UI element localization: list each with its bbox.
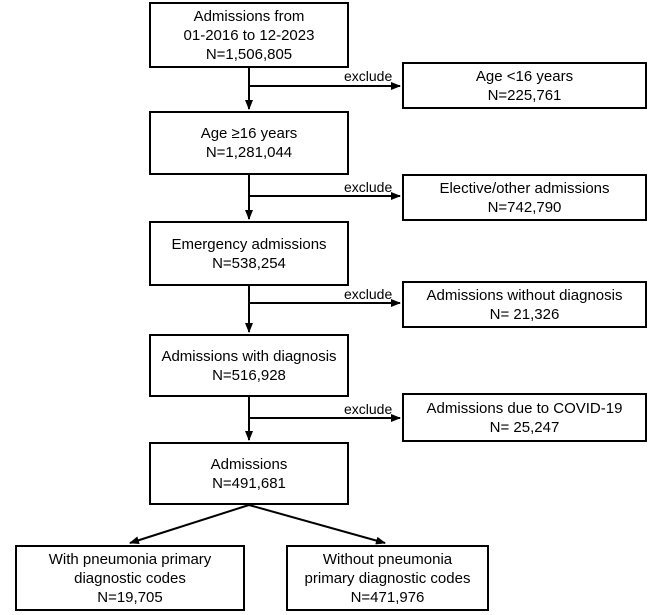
exclusion-text: Admissions without diagnosis	[426, 286, 623, 304]
exclusion-count: N=225,761	[487, 86, 562, 104]
outcome-text: With pneumonia primary	[48, 550, 212, 568]
exclusion-box-under-16: Age <16 years N=225,761	[402, 62, 647, 109]
step-box-emergency-admissions: Emergency admissions N=538,254	[149, 221, 349, 286]
exclusion-count: N=742,790	[487, 198, 562, 216]
arrow-to-outcome-1	[129, 504, 250, 545]
exclude-label-4: exclude	[344, 401, 393, 417]
outcome-count: N=19,705	[97, 588, 163, 606]
step-count: N=1,506,805	[205, 45, 293, 63]
step-count: N=1,281,044	[205, 144, 293, 161]
step-box-all-admissions: Admissions from 01-2016 to 12-2023 N=1,5…	[149, 2, 349, 68]
step-text: Emergency admissions	[171, 235, 327, 253]
exclusion-text: Age <16 years	[475, 67, 574, 85]
outcome-text: Without pneumonia	[322, 550, 453, 568]
step-count: N=491,681	[212, 474, 286, 492]
exclusion-box-elective: Elective/other admissions N=742,790	[402, 174, 647, 221]
step-text: Admissions with diagnosis	[161, 347, 337, 365]
exclude-label-3: exclude	[344, 286, 393, 302]
step-text: 01-2016 to 12-2023	[183, 26, 315, 44]
exclude-label-2: exclude	[344, 179, 393, 195]
step-count: N=516,928	[212, 366, 286, 384]
outcome-text: primary diagnostic codes	[304, 569, 471, 587]
outcome-box-with-pneumonia: With pneumonia primary diagnostic codes …	[15, 545, 245, 611]
step-text: Age ≥16 years	[200, 125, 298, 142]
outcome-count: N=471,976	[350, 588, 425, 606]
step-count: N=538,254	[212, 254, 286, 272]
exclusion-text: Elective/other admissions	[439, 179, 610, 197]
exclusion-count: N= 21,326	[489, 305, 560, 323]
step-text: Admissions from	[193, 7, 305, 25]
outcome-box-without-pneumonia: Without pneumonia primary diagnostic cod…	[286, 545, 489, 611]
step-text: Admissions	[210, 455, 288, 473]
exclusion-box-no-diagnosis: Admissions without diagnosis N= 21,326	[402, 281, 647, 328]
step-box-admissions-with-diagnosis: Admissions with diagnosis N=516,928	[149, 334, 349, 397]
step-box-age-16-plus: Age ≥16 years N=1,281,044	[149, 111, 349, 175]
outcome-text: diagnostic codes	[74, 569, 186, 587]
arrow-to-outcome-2	[248, 504, 386, 545]
step-box-final-admissions: Admissions N=491,681	[149, 442, 349, 505]
exclusion-count: N= 25,247	[489, 418, 560, 436]
exclude-label-1: exclude	[344, 68, 393, 84]
exclusion-text: Admissions due to COVID-19	[426, 399, 623, 417]
exclusion-box-covid: Admissions due to COVID-19 N= 25,247	[402, 393, 647, 442]
